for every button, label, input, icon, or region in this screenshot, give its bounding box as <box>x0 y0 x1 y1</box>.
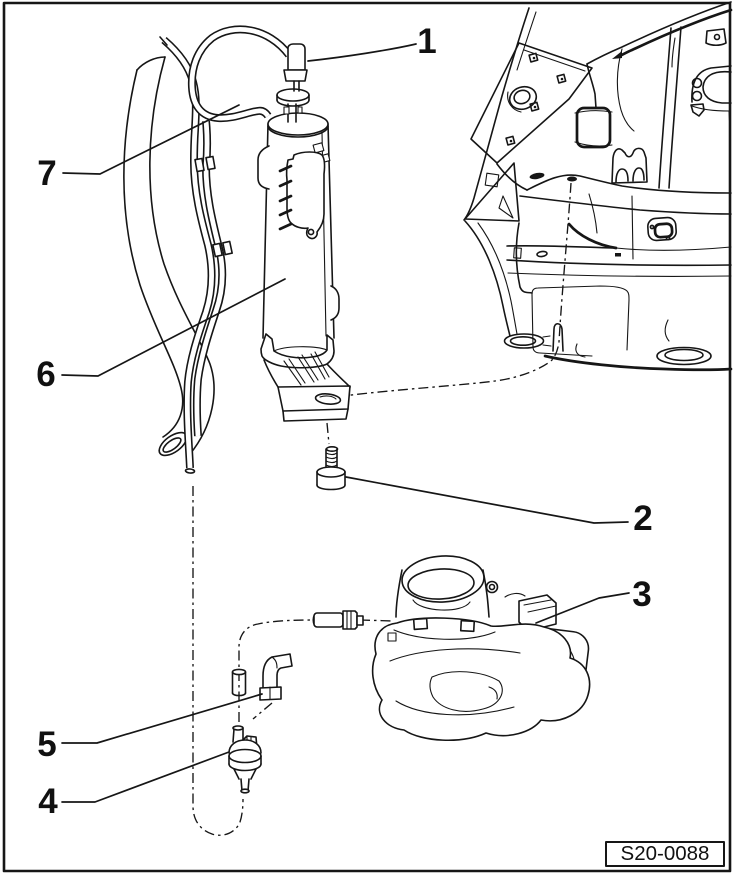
arched-bracket <box>611 147 648 184</box>
canister-label-plate <box>278 151 326 240</box>
bracket-bolt <box>316 445 346 491</box>
figure-code-box: S20-0088 <box>605 841 725 867</box>
throttle-valve-unit <box>371 555 591 741</box>
tow-eye-bracket <box>503 333 552 349</box>
intake-bore <box>401 555 485 603</box>
callout-4-label: 4 <box>38 782 58 821</box>
connecting-hose <box>187 25 293 123</box>
callout-6-label: 6 <box>36 355 55 394</box>
callout-7-label: 7 <box>37 154 56 193</box>
callout-1-label: 1 <box>417 22 436 61</box>
inline-connector <box>312 610 364 630</box>
elbow-connector-5 <box>259 653 293 701</box>
canister-assembly <box>123 25 351 474</box>
elbow-connector <box>283 43 308 92</box>
callout-3-label: 3 <box>632 575 651 614</box>
grommet-hole <box>507 85 538 113</box>
rubber-bush <box>231 668 247 697</box>
bumper-bracket-sleeve <box>575 106 612 149</box>
panel-mount-point <box>567 176 577 182</box>
callout-labels: 1 2 3 4 5 6 7 <box>36 22 652 821</box>
sealing-cap <box>276 88 310 123</box>
body-panel-drawing <box>463 1 733 372</box>
canister-bracket <box>260 333 351 422</box>
rect-hole <box>647 216 677 242</box>
check-valve <box>228 725 262 794</box>
figure-code: S20-0088 <box>621 842 710 865</box>
plate-screw-holes <box>505 52 567 146</box>
mounting-reference-lines <box>192 176 577 836</box>
callout-5-label: 5 <box>37 725 56 764</box>
callout-2-label: 2 <box>633 499 652 538</box>
callout-leader-lines <box>61 43 630 803</box>
hose-clips <box>194 155 233 258</box>
charcoal-canister <box>257 112 340 340</box>
